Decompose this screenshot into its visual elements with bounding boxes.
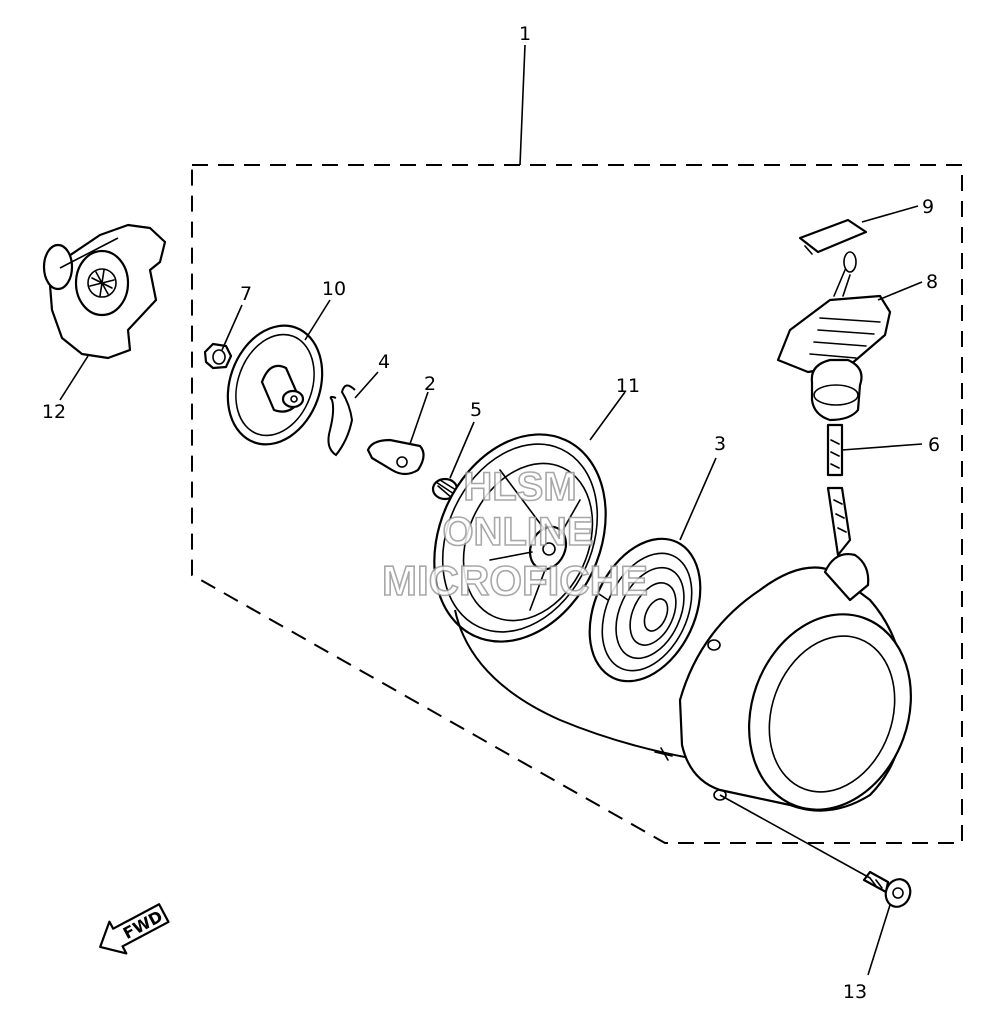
- recoil-spring-part-3: [588, 537, 702, 683]
- callout-4: 4: [378, 351, 390, 373]
- rope-part-6: [826, 423, 852, 557]
- rope-twist: [654, 747, 673, 761]
- handle-part-8: [776, 251, 892, 422]
- starter-rope: [454, 609, 691, 759]
- callout-10: 10: [322, 278, 346, 300]
- callout-11: 11: [616, 375, 640, 397]
- callout-1: 1: [519, 23, 531, 45]
- assembly-boundary: [191, 164, 963, 844]
- starter-housing: [678, 553, 912, 812]
- nut-part-7: [203, 342, 233, 370]
- leader-lines: [59, 44, 923, 976]
- watermark-line-3: MICROFICHE: [382, 557, 648, 604]
- callout-5: 5: [470, 399, 482, 421]
- callout-8: 8: [926, 271, 938, 293]
- pawl-part-2: [366, 438, 425, 476]
- callout-labels: 1 2 3 4 5 6 7 8 9 10 11 12 13: [42, 23, 940, 1003]
- callout-13: 13: [843, 981, 867, 1003]
- callout-9: 9: [922, 196, 934, 218]
- bolt-part-13: [862, 870, 912, 908]
- watermark-line-2: ONLINE: [442, 510, 593, 554]
- fwd-arrow: FWD: [99, 903, 170, 955]
- watermark: HLSM ONLINE MICROFICHE: [381, 464, 649, 605]
- cap-part-9: [798, 218, 868, 255]
- callout-3: 3: [714, 433, 726, 455]
- watermark-line-1: HLSM: [463, 465, 576, 509]
- sheave-drum-part-11: [433, 433, 607, 643]
- callout-2: 2: [424, 373, 436, 395]
- drive-plate-part-10: [226, 324, 324, 446]
- callout-7: 7: [240, 283, 252, 305]
- callout-12: 12: [42, 401, 66, 423]
- callout-6: 6: [928, 434, 940, 456]
- spring-clip-part-4: [327, 384, 356, 457]
